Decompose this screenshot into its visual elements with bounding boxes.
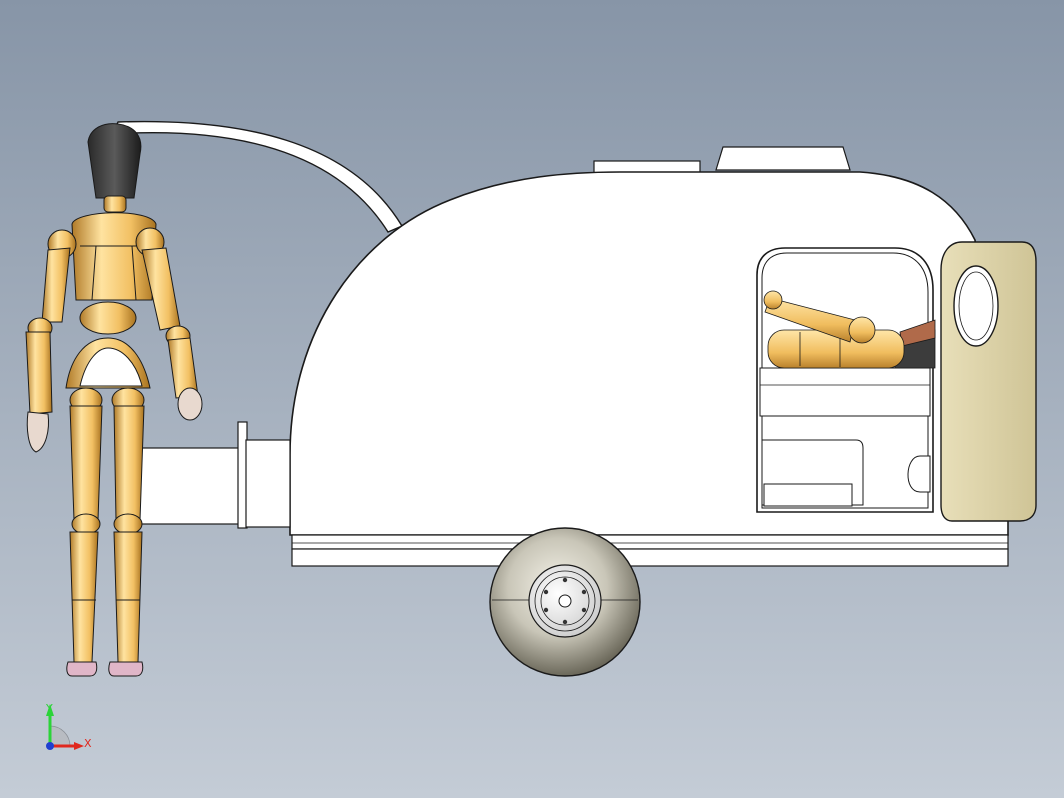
storage-drawer[interactable] [763,483,853,507]
roof-vent-rear[interactable] [715,146,851,171]
orientation-triad[interactable]: X Y [45,702,92,750]
reclining-mannequin[interactable] [763,290,936,369]
trailer-wheel[interactable] [489,527,641,677]
hitch-tongue[interactable] [127,447,242,525]
mannequin-left-thigh [69,405,103,521]
chassis-rail[interactable] [291,534,1009,550]
y-axis-label: Y [45,702,53,715]
interior-cylinder[interactable] [907,455,931,493]
door-porthole[interactable] [953,265,999,347]
mannequin-hand [177,387,203,421]
x-axis-label: X [84,737,92,750]
standing-mannequin[interactable] [25,123,203,677]
hitch-collar[interactable] [245,439,291,528]
z-axis-dot [46,742,54,750]
chassis-beam[interactable] [291,548,1009,567]
bunk-deck[interactable] [759,367,931,417]
mannequin-head[interactable] [87,123,142,199]
roof-hatch-arc[interactable] [110,120,404,233]
mannequin-right-thigh [113,405,145,521]
teardrop-trailer[interactable] [110,120,1037,567]
